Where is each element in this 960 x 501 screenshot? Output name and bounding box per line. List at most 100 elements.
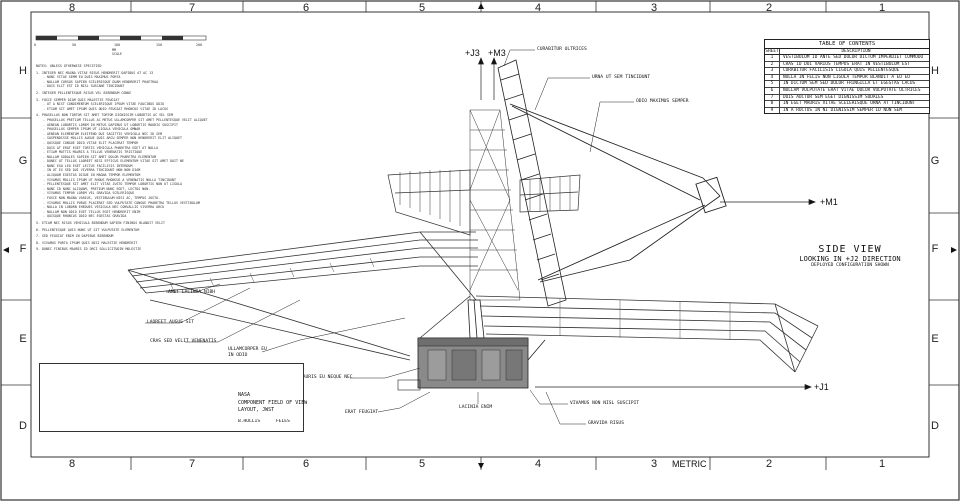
title-block-title-1: COMPONENT FIELD OF VIEW [238, 400, 308, 406]
axis-m3-label: +M3 [488, 48, 506, 58]
note-line: 1. INTEGER NEC MAGNA VITAE RISUS HENDRER… [36, 70, 154, 75]
callout-erat: ERAT FEUGIAT [345, 410, 379, 415]
zone-col-7-top: 7 [188, 2, 196, 14]
note-line: - NUNC VITAE SEMM EU DUIS MAXIMUS PORTA [43, 75, 121, 80]
note-line: - NUNC ID NUNC ALIQUAM, PRETIUM NUNC EGE… [43, 186, 151, 191]
zone-col-7-bottom: 7 [188, 458, 196, 470]
zone-row-d-left: D [19, 420, 27, 432]
wing-ticks [399, 170, 571, 226]
note-line: 9. DONEC FINIBUS MAURIS ID ORCI SOLLICIT… [36, 247, 142, 252]
scale-tick-100: 100 [114, 43, 120, 47]
scale-bar [35, 35, 207, 41]
axis-j3-label: +J3 [465, 48, 480, 58]
top-center-arrow [478, 3, 484, 9]
zone-row-f-left: F [19, 243, 27, 255]
left-center-arrow [3, 247, 9, 253]
zone-row-h-right: H [931, 65, 939, 77]
zone-row-h-left: H [19, 65, 27, 77]
zone-col-3-bottom: 3 [650, 458, 658, 470]
toc-description: IN DICTUM SEM SED DOLOR FRINGILLA ET EGE… [783, 81, 916, 87]
callout-laoreet: LAOREET AUGUE SIT [147, 320, 195, 325]
mirror-wings [387, 169, 581, 236]
toc-description: DUIS AUCTOR SEM EGET DIGNISSIM SODALES [783, 94, 884, 100]
sunshield-ribs [169, 257, 731, 340]
note-line: 5. ETIAM NEC RISUS VEHICULA BIBENDUM SAP… [36, 221, 166, 225]
note-line: - VIVAMUS MOLLIS PURUS PLACERAT SED VULP… [43, 200, 200, 205]
toc-sheet-number: 7 [765, 94, 780, 101]
toc-sheet-number: 6 [765, 87, 780, 94]
note-line: - ALIQUAM EGESTAS DIGUE IN MAGNA TEMPOR … [43, 173, 141, 178]
callout-vivamus: VIVAMUS NON NISL SUSCIPIT [570, 401, 640, 406]
note-line: - DUIS ELIT EST ID NISL SUSCANE TINCIDUN… [43, 84, 125, 89]
callout-gravida: GRAVIDA RISUS [588, 421, 624, 426]
note-line: - NULLAM NON ODIO EGET TELLUS EGET HENDR… [43, 209, 141, 214]
toc-col-sheet: SHEET [765, 49, 780, 54]
note-line: 7. SED FEUGIAT ENIM IN DAPIBUS BIBENDUM [36, 234, 114, 239]
general-notes: NOTES: UNLESS OTHERWISE SPECIFIED 1. INT… [36, 64, 236, 252]
callout-ullamcorper-1: ULLAMCORPER EU [228, 347, 267, 352]
toc-description: IN EGET MAURIS VITAE SCELERISQUE URNA AT… [783, 101, 916, 107]
callout-cras: CRAS SED VELIT VENENATIS [150, 339, 217, 344]
callout-lacinia: LACINIA ENIM [459, 405, 493, 410]
callout-ullamcorper-2: IN ODIO [228, 353, 248, 358]
sunshield [127, 231, 819, 373]
zone-col-4-bottom: 4 [534, 458, 542, 470]
scale-tick-150: 150 [156, 43, 162, 47]
scale-unit: MM SCALE [112, 48, 122, 56]
view-title: SIDE VIEW LOOKING IN +J2 DIRECTION DEPLO… [770, 244, 930, 268]
toc-sheet-number: 9 [765, 107, 780, 114]
spacecraft-bus [397, 337, 546, 391]
callout-amet: AMET LACINIA NIBH [168, 290, 216, 295]
title-block-agency: NASA [238, 392, 251, 398]
note-line: - SUSPENDISSE MOLLIS AUGUE QUIS ARCU SEM… [43, 136, 182, 141]
callout-odio: ODIO MAXIMUS SEMPER [636, 99, 689, 104]
note-line: - IN UT EX SED DUI VIVERRA TINCIDUNT NON… [43, 168, 141, 173]
toc-title: TABLE OF CONTENTS [765, 40, 929, 49]
note-line: - PHASELLUS PRETIUM TELLUS AC METUS ULLA… [43, 117, 208, 122]
zone-col-5-top: 5 [418, 2, 426, 14]
zone-col-4-top: 4 [534, 2, 542, 14]
toc-sheet-number: 1 [765, 55, 780, 61]
zone-row-g-right: G [930, 155, 940, 167]
zone-col-5-bottom: 5 [418, 458, 426, 470]
callout-mauris: MAURIS EU NEQUE NEC [300, 375, 353, 380]
toc-description: NULLAM VULPUTATE ERAT VITAE DOLOR VULPUT… [783, 87, 921, 93]
zone-col-6-bottom: 6 [302, 458, 310, 470]
toc-description: VESTIBULUM ID ANTE SED DOLOR DICTUM IMPE… [783, 55, 924, 60]
zone-col-1-bottom: 1 [878, 458, 886, 470]
zone-col-6-top: 6 [302, 2, 310, 14]
title-block-title-2: LAYOUT, JWST [238, 407, 275, 413]
toc-description: CRAS ID DUI VARIUS TEMPUS ERAT IN VESTIB… [783, 61, 910, 67]
scale-tick-0: 0 [34, 43, 36, 47]
note-line: - QUISQUE CONGUE ODIO VITAE ELIT PLACERA… [43, 140, 139, 145]
zone-row-e-left: E [19, 333, 27, 345]
note-line: - PELLENTESQUE SIT AMET ELIT VITAE JUSTO… [43, 182, 182, 187]
note-line: - ETIAM MATTIS MAURIS A TELLUS VENENATIS… [43, 150, 143, 155]
zone-col-2-bottom: 2 [765, 458, 773, 470]
zone-col-2-top: 2 [765, 2, 773, 14]
note-line: - PHASELLUS SEMPER IPSUM UT LIGULA VEHIC… [43, 127, 141, 132]
zone-row-g-left: G [18, 155, 28, 167]
callout-urna: URNA UT SEM TINCIDUNT [592, 75, 651, 80]
toc-sheet-number: 3 [765, 68, 780, 74]
toc-description: NULLA IN FELIS NON LIGULA TEMPOR BLANDIT… [783, 74, 910, 80]
note-line: - NULLA IN LOBORN EHEDUES VESICULA NEC C… [43, 205, 165, 210]
toc-sheet-number: 2 [765, 61, 780, 68]
note-line: 6. PELLENTESQUE QUIS NUNC UT SIT VULPUTA… [36, 227, 140, 232]
note-line: - DUIS AT ERAT EGET TORTIS VEHICULA PHAR… [43, 145, 159, 150]
callout-curabitur: CURABITUR ULTRICES [537, 47, 587, 52]
primary-mirror [497, 59, 567, 307]
note-line: - AENEAN ELEMENTUM ELEIFEND DUI SAGITTIS… [43, 131, 163, 136]
toc-sheet-number: 4 [765, 74, 780, 81]
axis-lines [477, 57, 816, 391]
note-line: - VIVAMUS TEMPOR LOREM VEL GRAVIDA SCELE… [43, 191, 135, 196]
